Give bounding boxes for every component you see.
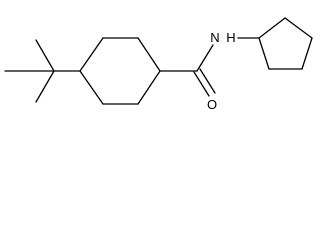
amide-group: O N H xyxy=(159,30,260,112)
pentane-bond-1 xyxy=(258,37,270,70)
cyclopentane-ring xyxy=(258,17,313,70)
pentane-bond-3 xyxy=(301,37,313,70)
tert-butyl-group xyxy=(4,39,81,103)
bond-tbu-methyl-up xyxy=(35,39,55,72)
hydrogen-atom-label: H xyxy=(226,30,235,45)
cyclohexane-ring xyxy=(79,37,161,105)
ring-bond-4 xyxy=(137,70,161,105)
pentane-bond-5 xyxy=(258,17,286,39)
bond-carbonyl-to-nitrogen xyxy=(196,44,214,72)
ring-bond-3 xyxy=(137,37,161,72)
carbonyl-double-bond-line-1 xyxy=(193,71,210,97)
bond-tbu-methyl-down xyxy=(35,70,55,103)
pentane-bond-4 xyxy=(284,17,313,39)
skeletal-structure-diagram: O N H xyxy=(4,17,313,112)
ring-bond-6 xyxy=(79,70,104,105)
ring-bond-1 xyxy=(79,37,104,72)
nitrogen-atom-label: N xyxy=(210,30,219,45)
carbonyl-double-bond-line-2 xyxy=(199,68,216,94)
oxygen-atom-label: O xyxy=(207,97,217,112)
